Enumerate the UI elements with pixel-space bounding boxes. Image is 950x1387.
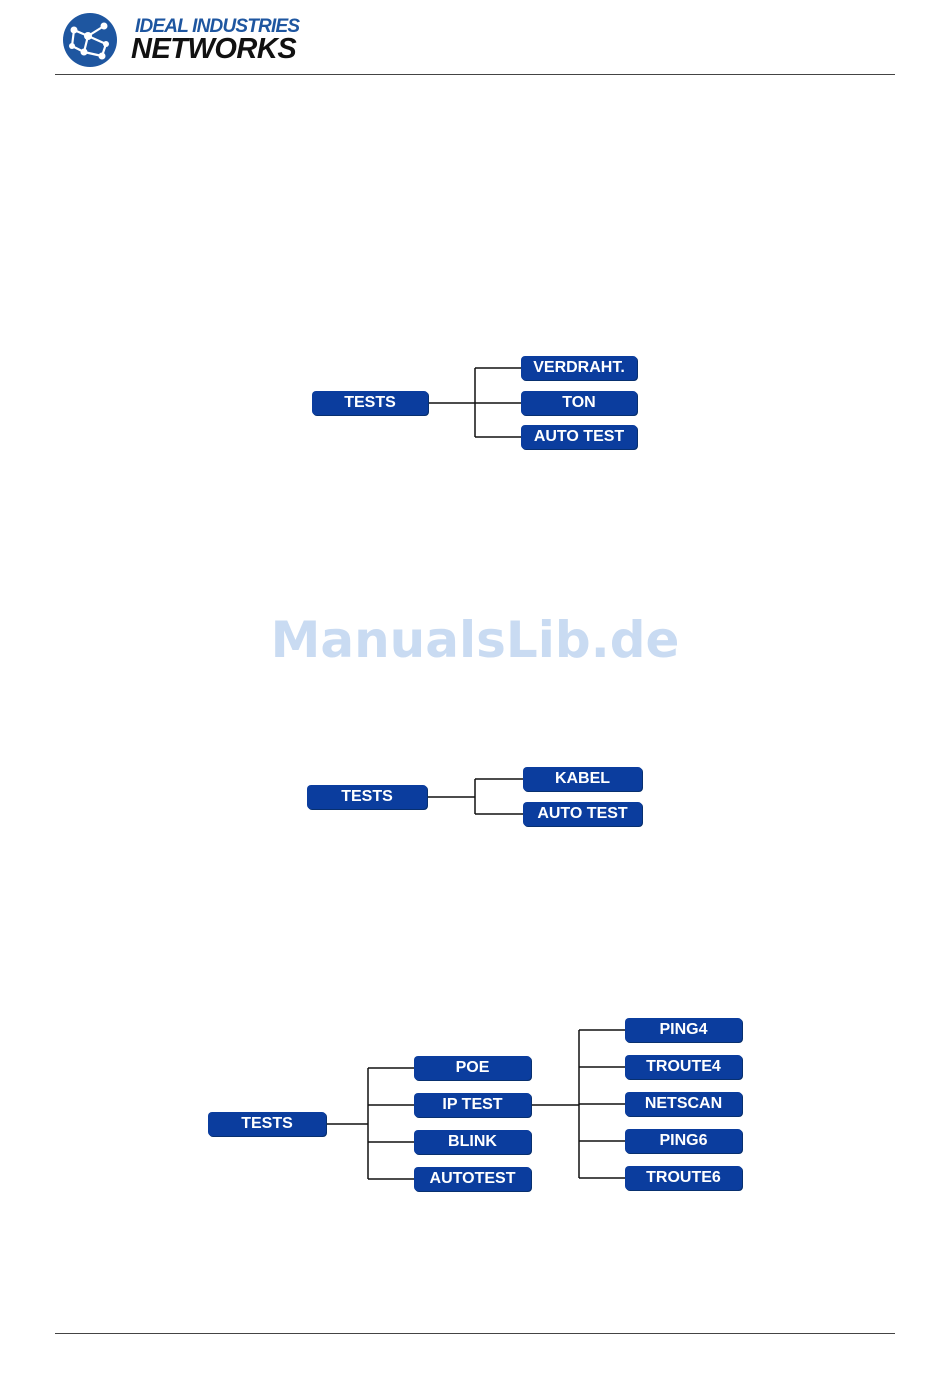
header-divider (55, 74, 895, 75)
ton-node: TON (521, 391, 637, 415)
troute6-node: TROUTE6 (625, 1166, 742, 1190)
menu-tree-2-connectors (0, 750, 950, 850)
page-header: IDEAL INDUSTRIES NETWORKS (0, 0, 950, 80)
autotest-node: AUTOTEST (414, 1167, 531, 1191)
menu-tree-2: TESTS KABEL AUTO TEST (0, 750, 950, 850)
troute4-node: TROUTE4 (625, 1055, 742, 1079)
brand-name-bottom: NETWORKS (131, 34, 296, 64)
blink-node: BLINK (414, 1130, 531, 1154)
netscan-node: NETSCAN (625, 1092, 742, 1116)
auto-test-node: AUTO TEST (523, 802, 642, 826)
verdraht-node: VERDRAHT. (521, 356, 637, 380)
ip-test-node: IP TEST (414, 1093, 531, 1117)
tests-root-node: TESTS (208, 1112, 326, 1136)
menu-tree-1-connectors (0, 340, 950, 460)
watermark: ManualsLib.de (0, 608, 950, 672)
tests-root-node: TESTS (312, 391, 428, 415)
tests-root-node: TESTS (307, 785, 427, 809)
menu-tree-1: TESTS VERDRAHT. TON AUTO TEST (0, 340, 950, 460)
footer-divider (55, 1333, 895, 1334)
ping6-node: PING6 (625, 1129, 742, 1153)
ping4-node: PING4 (625, 1018, 742, 1042)
kabel-node: KABEL (523, 767, 642, 791)
auto-test-node: AUTO TEST (521, 425, 637, 449)
poe-node: POE (414, 1056, 531, 1080)
menu-tree-3: TESTS POE IP TEST BLINK AUTOTEST PING4 T… (0, 1000, 950, 1210)
network-nodes-globe-icon (62, 12, 118, 68)
